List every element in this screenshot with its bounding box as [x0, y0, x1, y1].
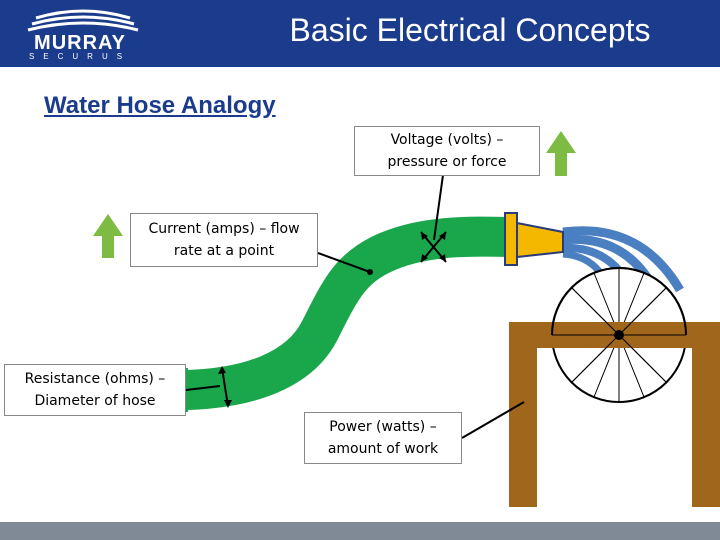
frame-right-post: [692, 322, 720, 507]
nozzle-icon: [504, 212, 564, 266]
arrowhead: [439, 232, 446, 240]
wheel-rim-front: [551, 267, 687, 336]
water-stream-1: [562, 226, 684, 293]
diameter-arrow: [218, 366, 232, 408]
power-label-line1: Power (watts) –: [329, 419, 437, 435]
logo-swoosh-icon: [27, 9, 139, 32]
current-connector: [317, 252, 371, 273]
header-bar: MURRAY SECURUS Basic Electrical Concepts: [0, 0, 720, 67]
resistance-label-line1: Resistance (ohms) –: [24, 371, 166, 387]
arrowhead: [421, 232, 428, 240]
page-title: Basic Electrical Concepts: [289, 12, 651, 48]
resistance-label-box: Resistance (ohms) – Diameter of hose: [4, 364, 186, 416]
voltage-connector: [433, 174, 444, 241]
logo-swoosh-2: [31, 15, 135, 26]
footer-bar: [0, 522, 720, 540]
wheel-hub: [614, 330, 624, 340]
arrowhead: [224, 400, 232, 408]
power-connector: [461, 401, 525, 439]
resistance-connector: [185, 385, 221, 391]
logo-subtext: SECURUS: [28, 52, 132, 61]
arrowhead: [218, 366, 226, 374]
voltage-label-box: Voltage (volts) – pressure or force: [354, 126, 540, 176]
current-point: [367, 269, 373, 275]
arrowhead: [439, 254, 446, 262]
diameter-arrow-line: [221, 367, 229, 407]
resistance-label-line2: Diameter of hose: [34, 393, 156, 409]
voltage-label-line1: Voltage (volts) –: [390, 132, 504, 148]
nozzle-cone: [516, 221, 564, 259]
logo-wordmark: MURRAY: [34, 32, 126, 54]
power-label-box: Power (watts) – amount of work: [304, 412, 462, 464]
up-arrow-icon: [546, 131, 576, 176]
logo-swoosh-3: [27, 21, 139, 32]
arrowhead: [421, 254, 428, 262]
up-arrow-icon: [93, 214, 123, 258]
current-label-line2: rate at a point: [173, 243, 275, 259]
nozzle-collar: [504, 212, 518, 266]
current-label-box: Current (amps) – flow rate at a point: [130, 213, 318, 267]
current-label-line1: Current (amps) – flow: [148, 221, 300, 237]
power-label-line2: amount of work: [327, 441, 439, 457]
logo-swoosh-1: [35, 9, 131, 20]
company-logo: MURRAY SECURUS: [18, 6, 148, 62]
pressure-arrows: [420, 231, 447, 263]
section-title: Water Hose Analogy: [44, 92, 276, 119]
frame-left-post: [509, 322, 537, 507]
voltage-label-line2: pressure or force: [387, 154, 507, 170]
